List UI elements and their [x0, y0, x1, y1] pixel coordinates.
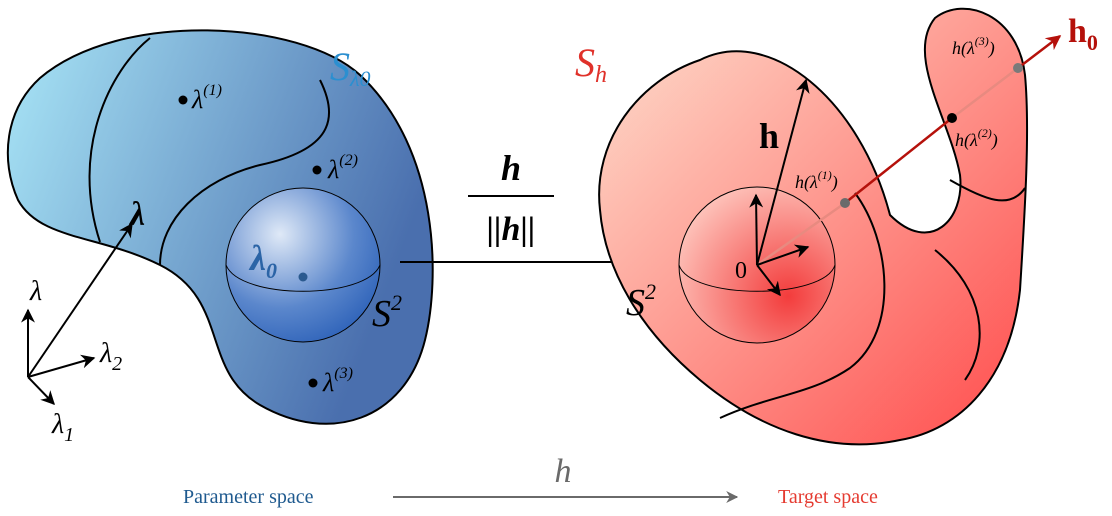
coordinate-axes: [21, 222, 133, 406]
target-boundary-2: [934, 249, 981, 381]
parameter-space-panel: [6, 29, 434, 425]
origin-frame: [749, 78, 810, 297]
axis-lambda1-label: λ1: [51, 409, 74, 446]
ray-faint-2: [951, 67, 1019, 119]
origin-label: 0: [735, 258, 747, 284]
h-vector-label: h: [759, 116, 779, 156]
h-lambda2-label: h(λ(2)): [955, 126, 998, 151]
space-map-label: h: [555, 453, 572, 490]
vector-lambda-label: λ: [128, 196, 145, 233]
target-sphere-label: S2: [626, 279, 656, 324]
lambda1-label: λ(1): [191, 82, 222, 114]
lambda2-label: λ(2): [327, 152, 358, 184]
lambda3-label: λ(3): [322, 365, 353, 397]
h-lambda1-label: h(λ(1)): [795, 168, 838, 193]
target-boundary-1: [719, 192, 886, 419]
lambda0-label: λ0: [248, 238, 277, 283]
parameter-sphere: [225, 187, 381, 343]
ray-solid: [844, 117, 953, 204]
target-boundary-3: [949, 179, 1026, 202]
region-boundary-2: [159, 79, 331, 266]
lambda0-dot: [298, 272, 308, 282]
ray-faint: [756, 201, 846, 267]
region-boundary-1: [88, 37, 151, 243]
parameter-space-caption: Parameter space: [183, 486, 314, 508]
lambda3-dot: [308, 378, 318, 388]
lambda1-dot: [178, 95, 188, 105]
h-lambda3-dot: [1013, 63, 1023, 73]
fraction-numerator: h: [501, 148, 521, 188]
axis-lambda-label: λ: [29, 276, 42, 307]
h0-label: h0: [1068, 13, 1098, 55]
param-sphere-label: S2: [372, 290, 402, 335]
target-space-caption: Target space: [778, 486, 878, 508]
h-lambda3-label: h(λ(3)): [952, 34, 995, 59]
target-space-panel: [598, 7, 1062, 446]
h-lambda1-dot: [840, 198, 850, 208]
param-manifold-label: Sλ0: [330, 44, 371, 91]
target-manifold-label: Sh: [575, 40, 607, 88]
axis-lambda2-label: λ2: [99, 338, 122, 375]
h-lambda2-dot: [947, 113, 957, 123]
h0-arrow: [1017, 35, 1062, 69]
fraction-denominator: ||h||: [487, 211, 536, 248]
lambda2-dot: [312, 165, 322, 175]
